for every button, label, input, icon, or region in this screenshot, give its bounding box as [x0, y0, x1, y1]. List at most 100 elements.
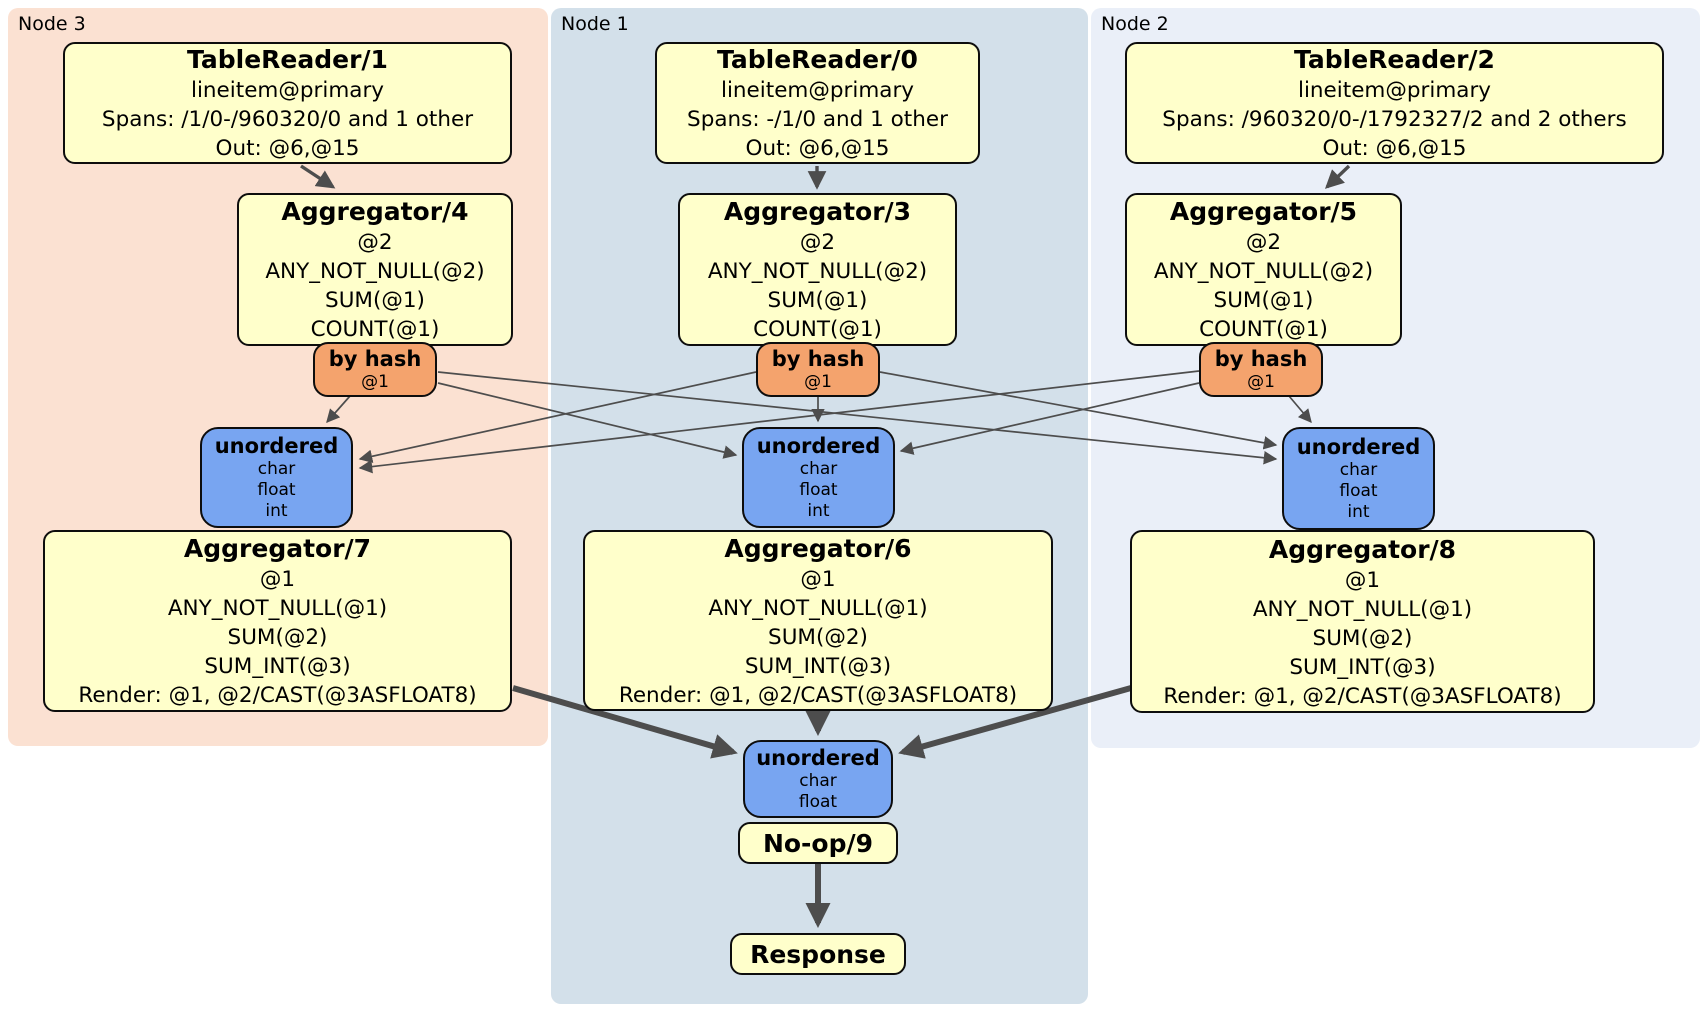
- box-line: ANY_NOT_NULL(@1): [1252, 596, 1473, 622]
- edge-byhash2-uno1: [899, 382, 1200, 455]
- box-line: char: [799, 771, 837, 791]
- edge-aggregator7-final-sync: [512, 685, 738, 759]
- box-title: Aggregator/8: [1268, 534, 1457, 564]
- box-line: SUM(@1): [767, 288, 868, 313]
- box-line: ANY_NOT_NULL(@1): [167, 596, 388, 621]
- box-line: @1: [800, 566, 836, 592]
- box-title: by hash: [1214, 347, 1308, 371]
- box-line: SUM_INT(@3): [744, 653, 892, 679]
- box-title: by hash: [771, 347, 865, 371]
- box-line: ANY_NOT_NULL(@2): [1153, 259, 1374, 284]
- box-line: Spans: -/1/0 and 1 other: [687, 107, 948, 132]
- box-line: Render: @1, @2/CAST(@3ASFLOAT8): [618, 682, 1018, 708]
- final-unordered-sync: unordered char float: [743, 740, 893, 818]
- edge-byhash3-uno1: [437, 382, 738, 459]
- node-3-label: Node 3: [18, 13, 86, 35]
- box-line: Out: @6,@15: [1322, 136, 1467, 161]
- edge-byhash1-uno3: [358, 371, 757, 464]
- box-line: Out: @6,@15: [215, 136, 360, 161]
- box-title: unordered: [756, 746, 880, 770]
- unordered-sync-node3: unordered char float int: [200, 427, 353, 528]
- box-line: SUM_INT(@3): [204, 654, 351, 679]
- box-title: Aggregator/3: [723, 197, 912, 226]
- tablereader-2: TableReader/2 lineitem@primary Spans: /9…: [1125, 42, 1664, 164]
- tablereader-0: TableReader/0 lineitem@primary Spans: -/…: [655, 42, 980, 164]
- unordered-sync-node2: unordered char float int: [1282, 427, 1435, 530]
- box-line: Render: @1, @2/CAST(@3ASFLOAT8): [78, 683, 477, 708]
- box-line: @1: [1247, 372, 1275, 392]
- box-title: Response: [750, 939, 886, 969]
- box-line: ANY_NOT_NULL(@1): [708, 595, 928, 621]
- box-title: Aggregator/5: [1169, 197, 1358, 226]
- edge-byhash2-uno2: [1288, 395, 1312, 424]
- box-line: ANY_NOT_NULL(@2): [707, 259, 928, 284]
- edge-aggregator8-final-sync: [898, 685, 1132, 759]
- box-line: int: [1347, 502, 1370, 522]
- box-line: SUM(@2): [768, 624, 868, 650]
- box-line: lineitem@primary: [720, 78, 915, 103]
- box-title: unordered: [756, 434, 881, 458]
- box-line: SUM(@1): [325, 288, 425, 313]
- box-line: float: [257, 480, 296, 500]
- edge-byhash3-uno2: [437, 371, 1278, 465]
- hash-router-node2: by hash @1: [1199, 342, 1323, 397]
- tablereader-1: TableReader/1 lineitem@primary Spans: /1…: [63, 42, 512, 164]
- hash-router-node3: by hash @1: [313, 342, 437, 397]
- hash-router-node1: by hash @1: [756, 342, 880, 397]
- aggregator-7: Aggregator/7 @1 ANY_NOT_NULL(@1) SUM(@2)…: [43, 530, 512, 712]
- box-line: Spans: /1/0-/960320/0 and 1 other: [101, 107, 474, 132]
- box-line: ANY_NOT_NULL(@2): [265, 259, 485, 284]
- edge-byhash3-uno3: [326, 395, 351, 424]
- box-line: @2: [357, 230, 393, 255]
- aggregator-3: Aggregator/3 @2 ANY_NOT_NULL(@2) SUM(@1)…: [678, 193, 957, 346]
- box-line: char: [1339, 460, 1378, 480]
- box-line: @1: [1344, 567, 1381, 593]
- box-line: float: [1339, 481, 1378, 501]
- box-line: COUNT(@1): [310, 317, 440, 342]
- box-line: @1: [361, 372, 389, 392]
- box-line: SUM(@2): [1312, 625, 1413, 651]
- node-1-label: Node 1: [561, 13, 629, 35]
- box-line: SUM(@2): [227, 625, 328, 650]
- box-line: @1: [804, 372, 832, 392]
- edge-byhash1-uno2: [879, 371, 1278, 450]
- box-line: char: [799, 459, 838, 479]
- box-line: @1: [259, 567, 296, 592]
- box-line: SUM_INT(@3): [1289, 654, 1436, 680]
- box-line: @2: [1245, 230, 1282, 255]
- aggregator-5: Aggregator/5 @2 ANY_NOT_NULL(@2) SUM(@1)…: [1125, 193, 1402, 346]
- aggregator-4: Aggregator/4 @2 ANY_NOT_NULL(@2) SUM(@1)…: [237, 193, 513, 346]
- box-line: Render: @1, @2/CAST(@3ASFLOAT8): [1163, 683, 1562, 709]
- box-title: by hash: [328, 347, 422, 371]
- aggregator-8: Aggregator/8 @1 ANY_NOT_NULL(@1) SUM(@2)…: [1130, 530, 1595, 713]
- box-title: Aggregator/6: [724, 533, 912, 563]
- box-line: int: [265, 501, 288, 521]
- box-line: @2: [799, 230, 836, 255]
- edge-tablereader1-aggregator4: [300, 164, 336, 189]
- box-title: TableReader/0: [717, 45, 918, 74]
- box-line: float: [798, 792, 838, 812]
- box-line: int: [807, 501, 830, 521]
- edge-tablereader2-aggregator5: [1324, 164, 1351, 189]
- box-title: No-op/9: [762, 828, 874, 858]
- node-2-label: Node 2: [1101, 13, 1169, 35]
- noop-9: No-op/9: [738, 822, 898, 864]
- box-title: unordered: [214, 434, 339, 458]
- box-line: float: [799, 480, 838, 500]
- box-line: Spans: /960320/0-/1792327/2 and 2 others: [1162, 107, 1627, 132]
- box-line: COUNT(@1): [753, 317, 882, 342]
- box-title: TableReader/2: [1294, 45, 1495, 74]
- box-line: char: [257, 459, 296, 479]
- box-title: unordered: [1296, 435, 1421, 459]
- box-title: Aggregator/4: [281, 197, 469, 226]
- box-line: lineitem@primary: [1297, 78, 1492, 103]
- aggregator-6: Aggregator/6 @1 ANY_NOT_NULL(@1) SUM(@2)…: [583, 530, 1053, 711]
- edge-byhash2-uno3: [358, 370, 1200, 474]
- box-title: TableReader/1: [187, 45, 388, 74]
- box-line: COUNT(@1): [1199, 317, 1328, 342]
- box-title: Aggregator/7: [183, 534, 372, 563]
- box-line: Out: @6,@15: [745, 136, 890, 161]
- unordered-sync-node1: unordered char float int: [742, 427, 895, 528]
